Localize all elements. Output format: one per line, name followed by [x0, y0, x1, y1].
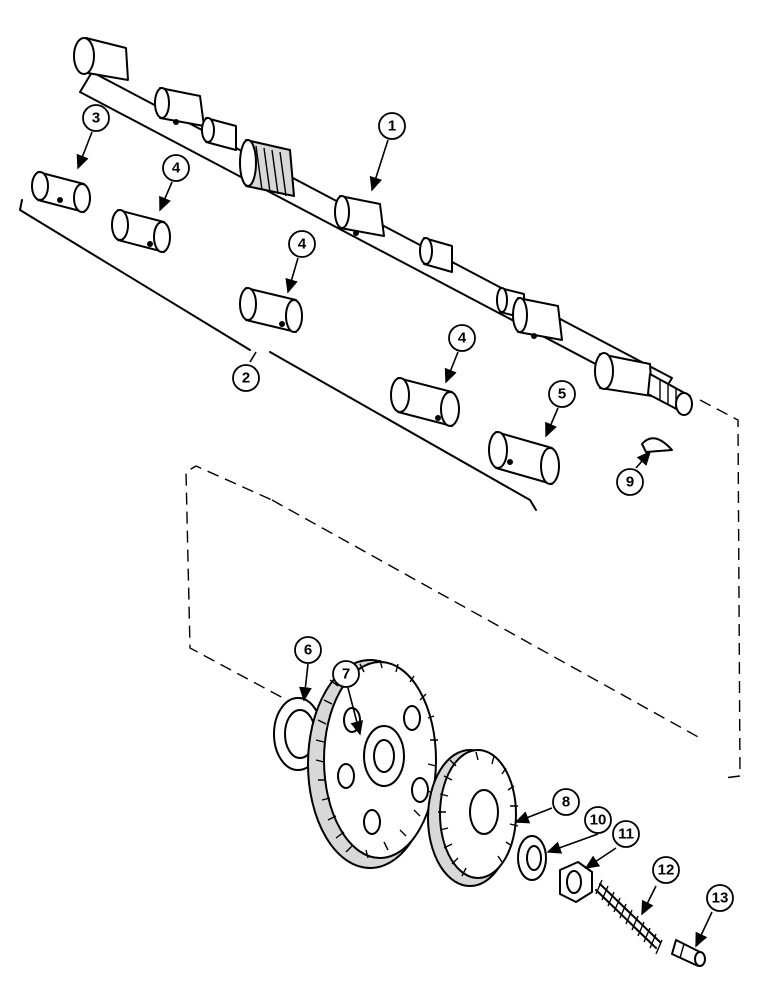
- callout-4-lower: 4: [448, 324, 476, 352]
- svg-text:12: 12: [658, 862, 675, 879]
- camshaft: [73, 37, 693, 416]
- svg-text:8: 8: [562, 794, 570, 811]
- callout-3: 3: [82, 104, 110, 132]
- camshaft-gear: [307, 659, 438, 869]
- callout-4-upper: 4: [162, 154, 190, 182]
- camshaft-lobe: [201, 117, 237, 151]
- assembly-line: [185, 399, 741, 779]
- callout-10: 10: [584, 806, 612, 834]
- camshaft-drive-gear: [239, 139, 295, 197]
- bearing-set-bracket: [19, 199, 537, 511]
- callout-11: 11: [612, 820, 640, 848]
- svg-text:5: 5: [558, 386, 566, 403]
- plunger-pin: [671, 939, 706, 967]
- svg-text:6: 6: [304, 642, 312, 659]
- callout-1: 1: [378, 112, 406, 140]
- camshaft-lobe: [334, 195, 385, 237]
- camshaft-lobe: [512, 297, 563, 341]
- bearing-4-lower: [390, 377, 460, 427]
- callout-12: 12: [652, 856, 680, 884]
- bearing-4-upper: [111, 209, 171, 253]
- camshaft-lobe: [419, 237, 453, 273]
- callout-13: 13: [706, 884, 734, 912]
- svg-text:4: 4: [172, 160, 181, 177]
- svg-text:11: 11: [618, 826, 634, 843]
- drive-gear: [427, 749, 519, 887]
- spring: [595, 879, 663, 955]
- callout-8: 8: [552, 788, 580, 816]
- camshaft-lobe: [496, 287, 525, 319]
- svg-text:4: 4: [458, 330, 467, 347]
- svg-text:13: 13: [712, 890, 729, 907]
- callout-6: 6: [294, 636, 322, 664]
- svg-text:4: 4: [298, 236, 307, 253]
- camshaft-front-journal: [73, 37, 129, 81]
- svg-text:1: 1: [388, 118, 396, 135]
- bearing-4-middle: [239, 287, 303, 333]
- svg-text:10: 10: [590, 812, 607, 829]
- callout-5: 5: [548, 380, 576, 408]
- lock-washer: [517, 835, 547, 881]
- callout-7: 7: [332, 660, 360, 688]
- camshaft-rear-end: [594, 352, 693, 416]
- bearing-5: [488, 431, 560, 485]
- svg-text:7: 7: [342, 666, 350, 683]
- svg-text:2: 2: [242, 370, 250, 387]
- hex-nut: [559, 861, 593, 903]
- callout-9: 9: [616, 468, 644, 496]
- callout-2: 2: [232, 364, 260, 392]
- callout-4-middle: 4: [288, 230, 316, 258]
- svg-text:3: 3: [92, 110, 100, 127]
- leader-lines: [76, 131, 713, 948]
- woodruff-key: [641, 437, 673, 453]
- bearing-3: [31, 171, 91, 213]
- svg-text:9: 9: [626, 474, 634, 491]
